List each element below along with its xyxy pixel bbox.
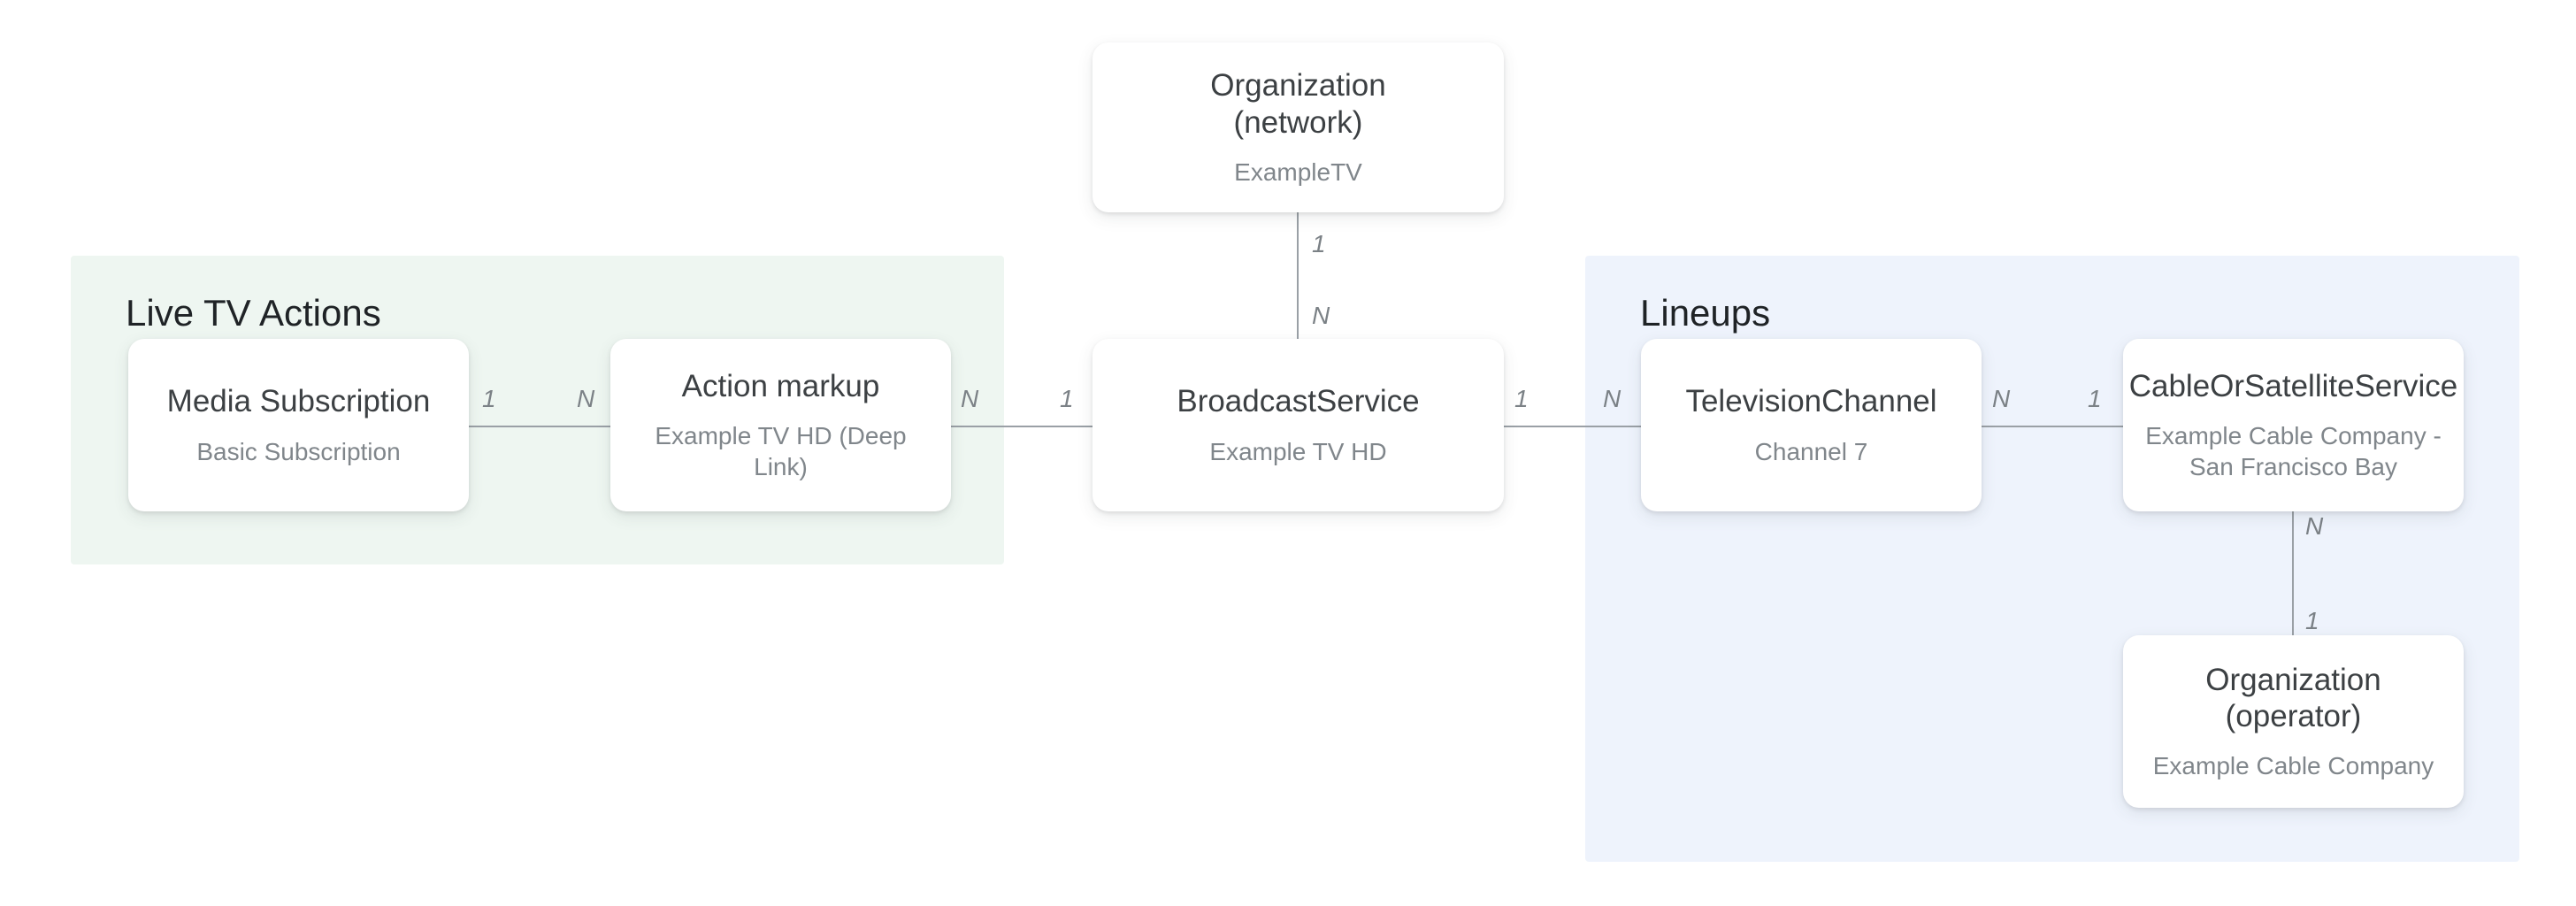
connector-line (1504, 426, 1641, 427)
cardinality-label: 1 (482, 385, 496, 412)
node-subtitle: Channel 7 (1754, 437, 1868, 465)
cardinality-label: N (1603, 385, 1622, 412)
connector-line (2292, 511, 2294, 635)
node-title: CableOrSatelliteService (2128, 368, 2458, 403)
cardinality-label: 1 (1514, 385, 1529, 412)
node-subtitle: Example Cable Company - San Francisco Ba… (2145, 422, 2442, 481)
connector-line (1297, 212, 1299, 339)
node-title: Organization (operator) (2205, 662, 2381, 733)
node-title: Media Subscription (166, 384, 431, 419)
group-title-lineups: Lineups (1640, 292, 1771, 334)
node-subtitle: Basic Subscription (196, 437, 401, 465)
node-subtitle: ExampleTV (1234, 157, 1362, 186)
cardinality-label: N (1992, 385, 2011, 412)
connector-line (951, 426, 1092, 427)
node-organization-network[interactable]: Organization (network) ExampleTV (1092, 42, 1504, 212)
node-subtitle: Example TV HD (Deep Link) (655, 422, 907, 481)
node-action-markup[interactable]: Action markup Example TV HD (Deep Link) (610, 339, 951, 511)
connector-line (469, 426, 610, 427)
node-cable-or-satellite-service[interactable]: CableOrSatelliteService Example Cable Co… (2123, 339, 2464, 511)
connector-line (1982, 426, 2123, 427)
node-subtitle: Example TV HD (1209, 437, 1387, 465)
node-organization-operator[interactable]: Organization (operator) Example Cable Co… (2123, 635, 2464, 808)
node-subtitle: Example Cable Company (2152, 752, 2434, 780)
cardinality-label: 1 (2088, 385, 2102, 412)
cardinality-label: N (577, 385, 595, 412)
cardinality-label: N (961, 385, 979, 412)
node-title: Organization (network) (1210, 68, 1386, 140)
node-television-channel[interactable]: TelevisionChannel Channel 7 (1641, 339, 1982, 511)
node-title: Action markup (681, 368, 880, 403)
cardinality-label: N (2305, 512, 2324, 540)
node-media-subscription[interactable]: Media Subscription Basic Subscription (128, 339, 469, 511)
cardinality-label: 1 (1060, 385, 1074, 412)
node-title: BroadcastService (1177, 384, 1420, 419)
cardinality-label: 1 (1312, 230, 1326, 257)
cardinality-label: N (1312, 302, 1330, 329)
cardinality-label: 1 (2305, 607, 2319, 634)
group-title-live-tv-actions: Live TV Actions (126, 292, 381, 334)
node-broadcast-service[interactable]: BroadcastService Example TV HD (1092, 339, 1504, 511)
node-title: TelevisionChannel (1685, 384, 1937, 419)
